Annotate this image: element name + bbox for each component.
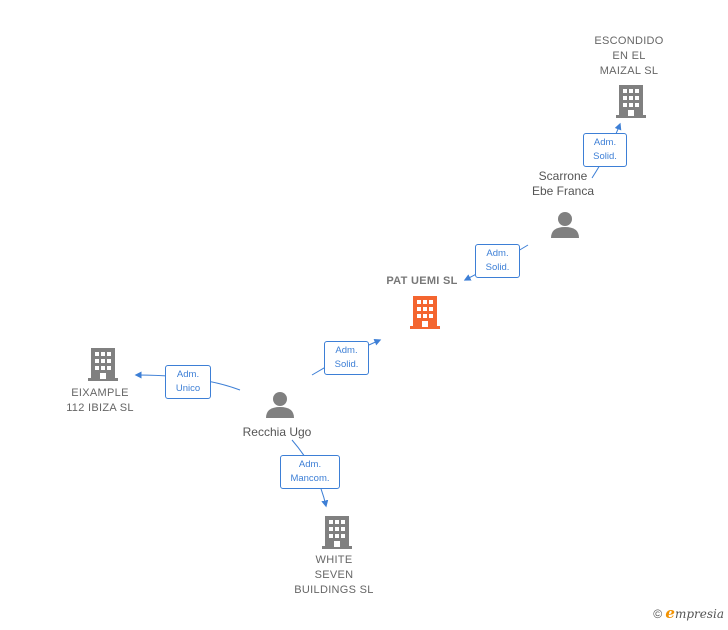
edge-label-scarrone-pat: Adm. Solid. [475, 244, 520, 278]
edge-label-recchia-pat: Adm. Solid. [324, 341, 369, 375]
person-icon[interactable] [551, 212, 579, 238]
edge-label-scarrone-escondido: Adm. Solid. [583, 133, 627, 167]
building-icon[interactable] [322, 516, 352, 549]
brand-logo: empresia [665, 604, 724, 622]
person-label-recchia[interactable]: Recchia Ugo [242, 425, 312, 439]
company-label-eixample[interactable]: EIXAMPLE 112 IBIZA SL [66, 387, 134, 414]
building-icon[interactable] [88, 348, 118, 381]
person-icon[interactable] [266, 392, 294, 418]
edge-label-recchia-eixample: Adm. Unico [165, 365, 211, 399]
copyright-symbol: © [653, 607, 663, 621]
person-label-scarrone[interactable]: Scarrone Ebe Franca [531, 169, 595, 198]
company-label-pat-uemi[interactable]: PAT UEMI SL [386, 275, 458, 287]
company-label-escondido[interactable]: ESCONDIDO EN EL MAIZAL SL [594, 35, 664, 77]
edge-label-recchia-white: Adm. Mancom. [280, 455, 340, 489]
brand-footer: © empresia [653, 604, 724, 622]
building-icon-main[interactable] [410, 296, 440, 329]
company-label-white-seven[interactable]: WHITE SEVEN BUILDINGS SL [294, 554, 374, 596]
building-icon[interactable] [616, 85, 646, 118]
